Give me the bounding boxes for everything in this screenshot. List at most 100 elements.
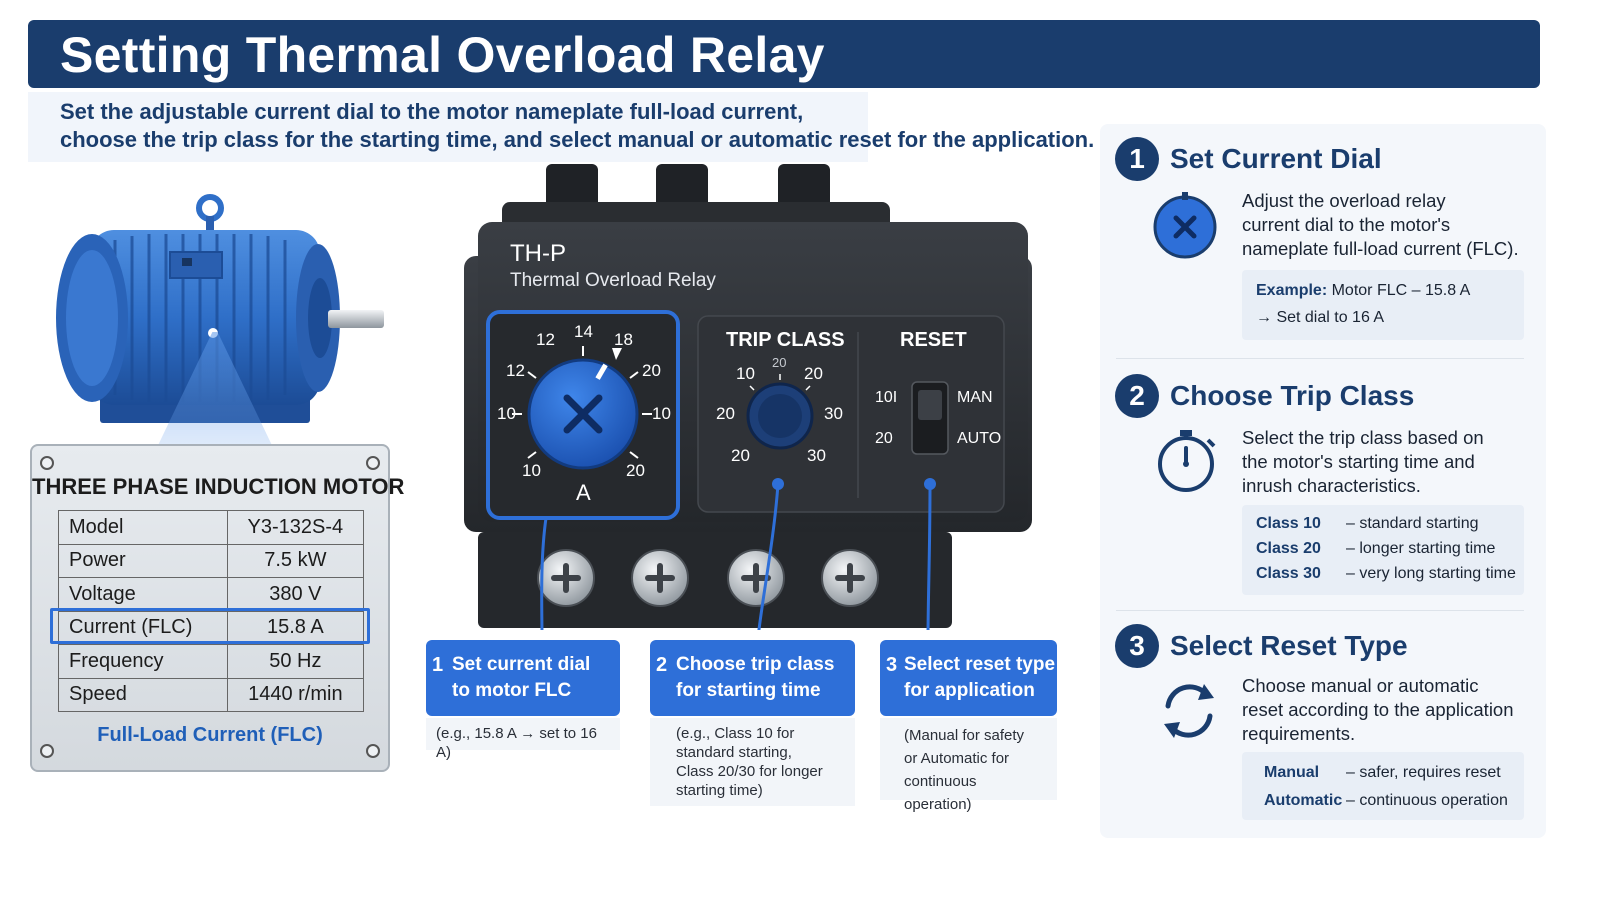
trip-class-label: TRIP CLASS <box>726 329 845 351</box>
step-text-line: Adjust the overload relay <box>1242 190 1446 211</box>
step-description: Choose manual or automatic reset accordi… <box>1242 674 1538 746</box>
callout-select-reset-type: 3 Select reset type for application <box>880 640 1057 716</box>
nameplate-label: Current (FLC) <box>58 610 228 645</box>
nameplate-label: Model <box>58 510 228 545</box>
divider <box>1116 610 1524 611</box>
callout-note-line: (e.g., 15.8 A → set to 16 A) <box>436 725 597 761</box>
step-number: 3 <box>1115 624 1159 668</box>
relay-name: Thermal Overload Relay <box>510 270 716 291</box>
step-title: Select Reset Type <box>1170 630 1408 661</box>
step-text-line: inrush characteristics. <box>1242 475 1421 496</box>
current-dial-tick: 10 <box>522 461 541 480</box>
step-description: Select the trip class based on the motor… <box>1242 426 1532 498</box>
current-dial-tick: 14 <box>574 322 593 341</box>
trip-class-tick: 20 <box>731 446 750 465</box>
nameplate-value: 7.5 kW <box>226 543 365 578</box>
callout-note-line: (e.g., Class 10 for <box>676 725 795 742</box>
nameplate-label: Power <box>58 543 228 578</box>
nameplate-screw <box>366 456 380 470</box>
trip-class-tick: 30 <box>824 404 843 423</box>
reset-label: RESET <box>900 329 967 351</box>
current-dial-tick: 18 <box>614 330 633 349</box>
step-description: Adjust the overload relay current dial t… <box>1242 189 1532 261</box>
reset-type-desc: – continuous operation <box>1346 792 1508 809</box>
nameplate-title: THREE PHASE INDUCTION MOTOR <box>32 474 405 499</box>
current-dial-tick: 12 <box>506 361 525 380</box>
reset-type-name: Manual <box>1264 764 1320 781</box>
reset-tick: 10I <box>875 389 898 406</box>
step-text-line: current dial to the motor's <box>1242 214 1451 235</box>
current-dial-unit: A <box>576 480 591 505</box>
trip-class-list: Class 10 – standard starting Class 20 – … <box>1242 505 1524 595</box>
nameplate-label: Speed <box>58 677 228 712</box>
callout-line: for starting time <box>676 680 821 701</box>
step-text-line: nameplate full-load current (FLC). <box>1242 238 1519 259</box>
subtitle-line-2: choose the trip class for the starting t… <box>60 127 1095 152</box>
nameplate-value: Y3-132S-4 <box>226 510 365 545</box>
reset-type-list: Manual – safer, requires reset Automatic… <box>1242 752 1524 820</box>
callout-note-choose-trip-class: (e.g., Class 10 for standard starting, C… <box>650 718 855 806</box>
example-box: Example: Motor FLC – 15.8 A → Set dial t… <box>1242 270 1524 340</box>
nameplate-screw <box>366 744 380 758</box>
divider <box>1116 358 1524 359</box>
callout-number: 2 <box>656 654 668 676</box>
current-dial-tick: 12 <box>536 330 555 349</box>
current-dial-tick: 20 <box>642 361 661 380</box>
callout-note-line: or Automatic for <box>904 750 1010 767</box>
trip-class-tick: 10 <box>736 364 755 383</box>
callout-set-current-dial: 1 Set current dial to motor FLC <box>426 640 620 716</box>
callout-number: 3 <box>886 654 898 676</box>
example-label: Example: <box>1256 282 1328 299</box>
thermal-overload-relay <box>464 164 1032 630</box>
callout-note-set-current-dial: (e.g., 15.8 A → set to 16 A) <box>426 718 620 761</box>
step-text-line: Select the trip class based on <box>1242 427 1484 448</box>
trip-class-tick: 20 <box>804 364 823 383</box>
trip-class-tick: 30 <box>807 446 826 465</box>
trip-class-desc: – longer starting time <box>1346 540 1496 557</box>
trip-class-desc: – standard starting <box>1346 515 1479 532</box>
callout-note-line: Class 20/30 for longer <box>676 763 823 780</box>
stopwatch-icon <box>1158 430 1216 492</box>
trip-class-tick: 20 <box>716 404 735 423</box>
trip-class-tick: 20 <box>772 355 787 370</box>
reset-type-desc: – safer, requires reset <box>1346 764 1501 781</box>
callout-line: to motor FLC <box>452 680 572 701</box>
callout-choose-trip-class: 2 Choose trip class for starting time <box>650 640 855 716</box>
reset-option-man: MAN <box>957 389 993 406</box>
example-text: → Set dial to 16 A <box>1256 309 1385 326</box>
callout-note-line: continuous operation) <box>904 773 977 813</box>
trip-class-name: Class 10 <box>1256 515 1321 532</box>
nameplate-value: 50 Hz <box>226 644 365 679</box>
step-text-line: reset according to the application <box>1242 699 1514 720</box>
nameplate-screw <box>40 456 54 470</box>
step-text-line: Choose manual or automatic <box>1242 675 1479 696</box>
callout-note-select-reset-type: (Manual for safety or Automatic for cont… <box>880 718 1057 813</box>
callout-note-line: (Manual for safety <box>904 727 1025 744</box>
reset-type-name: Automatic <box>1264 792 1343 809</box>
callout-line: for application <box>904 680 1035 701</box>
motor-illustration <box>56 194 384 423</box>
refresh-icon <box>1164 684 1214 738</box>
reset-tick: 20 <box>875 430 893 447</box>
step-text-line: requirements. <box>1242 723 1356 744</box>
nameplate-value: 1440 r/min <box>226 677 365 712</box>
reset-option-auto: AUTO <box>957 430 1002 447</box>
nameplate-label: Voltage <box>58 577 228 612</box>
subtitle-box: Set the adjustable current dial to the m… <box>28 92 1095 162</box>
callout-note-line: starting time) <box>676 782 763 799</box>
step-title: Choose Trip Class <box>1170 380 1415 411</box>
nameplate-value: 380 V <box>226 577 365 612</box>
nameplate-screw <box>40 744 54 758</box>
page-title: Setting Thermal Overload Relay <box>60 27 825 83</box>
trip-class-name: Class 30 <box>1256 565 1321 582</box>
callout-line: Select reset type <box>904 654 1056 675</box>
callout-line: Choose trip class <box>676 654 835 675</box>
current-dial-tick: 20 <box>626 461 645 480</box>
